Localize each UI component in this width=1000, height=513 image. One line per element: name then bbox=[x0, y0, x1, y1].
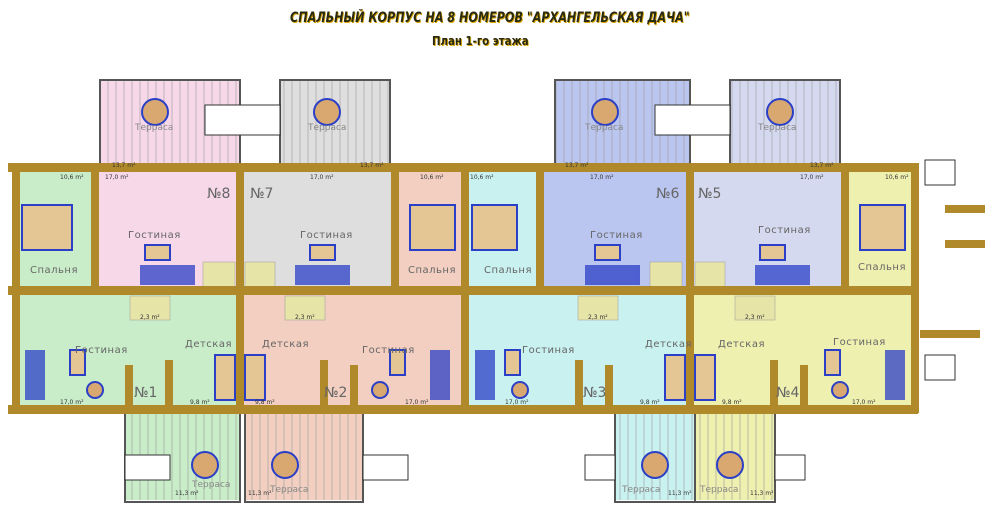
bathrooms bbox=[129, 261, 776, 321]
unit-8-label: №8 bbox=[207, 186, 231, 202]
terrace-label-7: Терраса bbox=[308, 123, 347, 133]
area-bedroom-3: 10,6 m² bbox=[470, 174, 494, 181]
area-living-4: 17,0 m² bbox=[852, 399, 876, 406]
room-label-living-8: Гостиная bbox=[128, 230, 181, 241]
terrace-label-8: Терраса bbox=[135, 123, 174, 133]
room-label-kids-4: Детская bbox=[718, 339, 765, 350]
room-label-living-7: Гостиная bbox=[300, 230, 353, 241]
terrace-label-2: Терраса bbox=[270, 485, 309, 495]
area-kids-1: 9,8 m² bbox=[190, 399, 210, 406]
area-kids-3: 9,8 m² bbox=[640, 399, 660, 406]
unit-5-label: №5 bbox=[698, 186, 722, 202]
area-bedroom-4: 10,6 m² bbox=[885, 174, 909, 181]
room-label-living-2: Гостиная bbox=[362, 345, 415, 356]
area-terrace-7: 13,7 m² bbox=[360, 162, 384, 169]
unit-7-label: №7 bbox=[250, 186, 274, 202]
area-living-7: 17,0 m² bbox=[310, 174, 334, 181]
sofas bbox=[25, 265, 905, 400]
area-living-2: 17,0 m² bbox=[405, 399, 429, 406]
area-bath-1: 2,3 m² bbox=[140, 314, 160, 321]
room-label-kids-1: Детская bbox=[185, 339, 232, 350]
area-kids-2: 9,8 m² bbox=[255, 399, 275, 406]
area-terrace-3: 11,3 m² bbox=[668, 490, 692, 497]
room-label-living-5: Гостиная bbox=[758, 225, 811, 236]
room-label-kids-3: Детская bbox=[645, 339, 692, 350]
unit-6-label: №6 bbox=[656, 186, 680, 202]
room-label-living-3: Гостиная bbox=[522, 345, 575, 356]
unit-3-label: №3 bbox=[583, 385, 607, 401]
area-bath-4: 2,3 m² bbox=[745, 314, 765, 321]
room-label-bedroom-1: Спальня bbox=[30, 265, 78, 276]
walls bbox=[8, 163, 985, 414]
unit-1-label: №1 bbox=[134, 385, 158, 401]
terrace-label-6: Терраса bbox=[585, 123, 624, 133]
area-living-3: 17,0 m² bbox=[505, 399, 529, 406]
area-living-8: 17,0 m² bbox=[105, 174, 129, 181]
area-living-1: 17,0 m² bbox=[60, 399, 84, 406]
area-terrace-4: 11,3 m² bbox=[750, 490, 774, 497]
area-bedroom-1: 10,6 m² bbox=[60, 174, 84, 181]
room-label-bedroom-2: Спальня bbox=[408, 265, 456, 276]
room-label-bedroom-3: Спальня bbox=[484, 265, 532, 276]
area-bedroom-2: 10,6 m² bbox=[420, 174, 444, 181]
beds-and-tables bbox=[21, 204, 906, 401]
terrace-label-5: Терраса bbox=[758, 123, 797, 133]
room-label-living-6: Гостиная bbox=[590, 230, 643, 241]
area-kids-4: 9,8 m² bbox=[722, 399, 742, 406]
room-label-living-4: Гостиная bbox=[833, 337, 886, 348]
terrace-label-3: Терраса bbox=[622, 485, 661, 495]
terrace-label-1: Терраса bbox=[192, 480, 231, 490]
area-living-5: 17,0 m² bbox=[800, 174, 824, 181]
area-terrace-6: 13,7 m² bbox=[565, 162, 589, 169]
area-terrace-1: 11,3 m² bbox=[175, 490, 199, 497]
room-label-living-1: Гостиная bbox=[75, 345, 128, 356]
plan-subtitle: План 1-го этажа bbox=[432, 34, 529, 48]
unit-2-label: №2 bbox=[324, 385, 348, 401]
room-label-kids-2: Детская bbox=[262, 339, 309, 350]
area-living-6: 17,0 m² bbox=[590, 174, 614, 181]
stairs bbox=[124, 104, 956, 481]
area-bath-2: 2,3 m² bbox=[295, 314, 315, 321]
terrace-boards bbox=[100, 80, 840, 500]
room-label-bedroom-4: Спальня bbox=[858, 262, 906, 273]
area-bath-3: 2,3 m² bbox=[588, 314, 608, 321]
plan-title: СПАЛЬНЫЙ КОРПУС НА 8 НОМЕРОВ "АРХАНГЕЛЬС… bbox=[290, 10, 690, 26]
terrace-label-4: Терраса bbox=[700, 485, 739, 495]
area-terrace-8: 13,7 m² bbox=[112, 162, 136, 169]
area-terrace-5: 13,7 m² bbox=[810, 162, 834, 169]
unit-4-label: №4 bbox=[776, 385, 800, 401]
area-terrace-2: 11,3 m² bbox=[248, 490, 272, 497]
round-tables bbox=[86, 98, 849, 479]
